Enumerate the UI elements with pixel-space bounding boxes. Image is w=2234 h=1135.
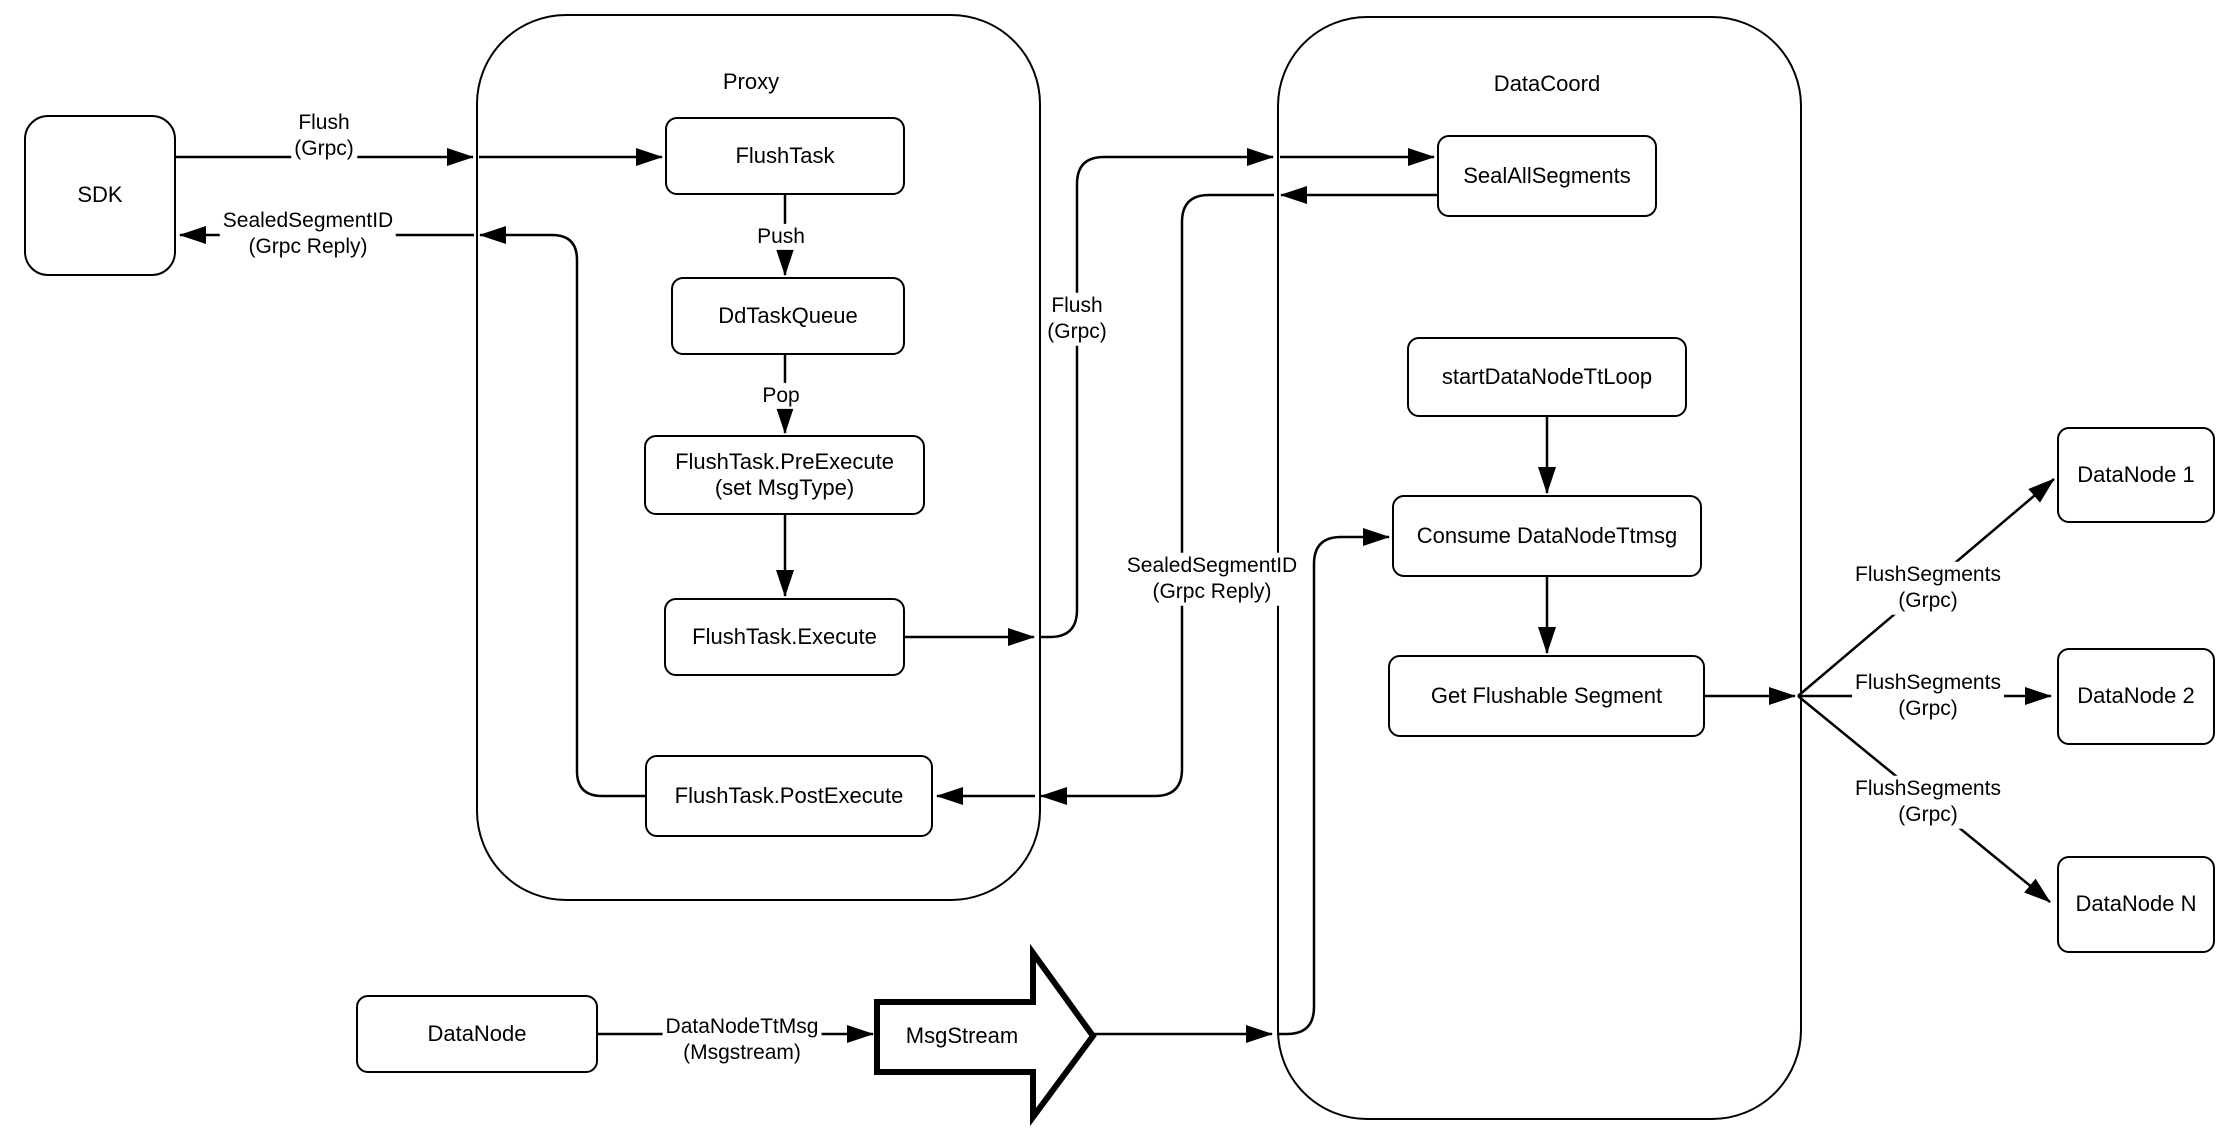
edge-label-sealedsegmentid-sdk-line2: (Grpc Reply) (248, 235, 368, 258)
node-postexecute: FlushTask.PostExecute (645, 755, 933, 837)
edge-label-flush-grpc-mid-line1: Flush (1051, 293, 1103, 317)
node-execute-label: FlushTask.Execute (692, 623, 877, 649)
node-consumedatanodettmsg-label: Consume DataNodeTtmsg (1416, 522, 1678, 548)
node-getflushablesegment: Get Flushable Segment (1388, 655, 1705, 737)
edge-label-flush-grpc-sdk-line1: Flush (298, 110, 350, 134)
node-sealallsegments: SealAllSegments (1437, 135, 1657, 217)
edge-flush-proxy-to-datacoord (1039, 148, 1274, 639)
edge-postexecute-to-proxy-boundary (479, 226, 645, 798)
node-preexecute-label-line2: (set MsgType) (714, 475, 855, 500)
node-execute: FlushTask.Execute (664, 598, 905, 676)
msgstream-fat-arrow (874, 943, 1097, 1127)
node-datanode2: DataNode 2 (2057, 648, 2215, 745)
edge-label-flushsegments-2-line2: (Grpc) (1898, 697, 1958, 720)
edge-label-flushsegments-3-line2: (Grpc) (1898, 803, 1958, 826)
node-datanode-bottom-label: DataNode (427, 1020, 527, 1046)
edge-label-flush-grpc-mid-line2: (Grpc) (1047, 320, 1107, 343)
node-datanoden: DataNode N (2057, 856, 2215, 953)
node-datanode2-label: DataNode 2 (2077, 683, 2195, 709)
edge-label-sealedsegmentid-mid-line1: SealedSegmentID (1126, 553, 1298, 577)
node-flushtask-label: FlushTask (735, 142, 835, 168)
edge-label-datanodettmsg-line1: DataNodeTtMsg (665, 1014, 819, 1038)
edge-label-flushsegments-3-line1: FlushSegments (1855, 776, 2001, 800)
node-datanoden-label: DataNode N (2075, 891, 2197, 917)
node-ddtaskqueue-label: DdTaskQueue (718, 302, 858, 328)
node-flushtask: FlushTask (665, 117, 905, 195)
edge-label-sealedsegmentid-sdk: SealedSegmentID (Grpc Reply) (219, 207, 397, 261)
edge-label-flush-grpc-sdk: Flush (Grpc) (291, 109, 357, 163)
node-consumedatanodettmsg: Consume DataNodeTtmsg (1392, 495, 1702, 577)
edge-label-flushsegments-2-line1: FlushSegments (1855, 670, 2001, 694)
node-preexecute: FlushTask.PreExecute (set MsgType) (644, 435, 925, 515)
edge-label-flushsegments-2: FlushSegments (Grpc) (1852, 669, 2004, 723)
edge-label-datanodettmsg: DataNodeTtMsg (Msgstream) (662, 1013, 822, 1067)
edge-reply-datacoord-to-proxy (1040, 193, 1274, 805)
node-sealallsegments-label: SealAllSegments (1463, 162, 1631, 188)
node-getflushablesegment-label: Get Flushable Segment (1430, 682, 1663, 708)
edge-label-sealedsegmentid-mid: SealedSegmentID (Grpc Reply) (1123, 552, 1301, 606)
datacoord-title: DataCoord (1493, 71, 1601, 96)
edge-label-flushsegments-3: FlushSegments (Grpc) (1852, 775, 2004, 829)
node-datanode1: DataNode 1 (2057, 427, 2215, 523)
node-preexecute-label-line1: FlushTask.PreExecute (675, 448, 894, 474)
node-sdk: SDK (24, 115, 176, 276)
edge-label-pop: Pop (759, 382, 803, 410)
edge-label-flushsegments-1-line1: FlushSegments (1855, 562, 2001, 586)
edge-boundary-to-consume (1277, 528, 1390, 1036)
edge-label-sealedsegmentid-mid-line2: (Grpc Reply) (1152, 580, 1272, 603)
edge-label-flushsegments-1-line2: (Grpc) (1898, 589, 1958, 612)
node-datanode-bottom: DataNode (356, 995, 598, 1073)
proxy-title: Proxy (722, 69, 780, 94)
node-startdatanodettloop-label: startDataNodeTtLoop (1441, 363, 1653, 389)
edge-label-sealedsegmentid-sdk-line1: SealedSegmentID (222, 208, 394, 232)
node-sdk-label: SDK (77, 182, 123, 208)
edge-label-flush-grpc-sdk-line2: (Grpc) (294, 137, 354, 160)
edge-label-push: Push (754, 223, 808, 251)
node-datanode1-label: DataNode 1 (2077, 461, 2195, 487)
edge-label-flushsegments-1: FlushSegments (Grpc) (1852, 561, 2004, 615)
edge-label-datanodettmsg-line2: (Msgstream) (683, 1041, 801, 1064)
edge-label-flush-grpc-mid: Flush (Grpc) (1044, 292, 1110, 346)
proxy-container (476, 14, 1041, 901)
node-postexecute-label: FlushTask.PostExecute (674, 782, 904, 808)
node-ddtaskqueue: DdTaskQueue (671, 277, 905, 355)
msgstream-label: MsgStream (905, 1023, 1019, 1048)
node-startdatanodettloop: startDataNodeTtLoop (1407, 337, 1687, 417)
